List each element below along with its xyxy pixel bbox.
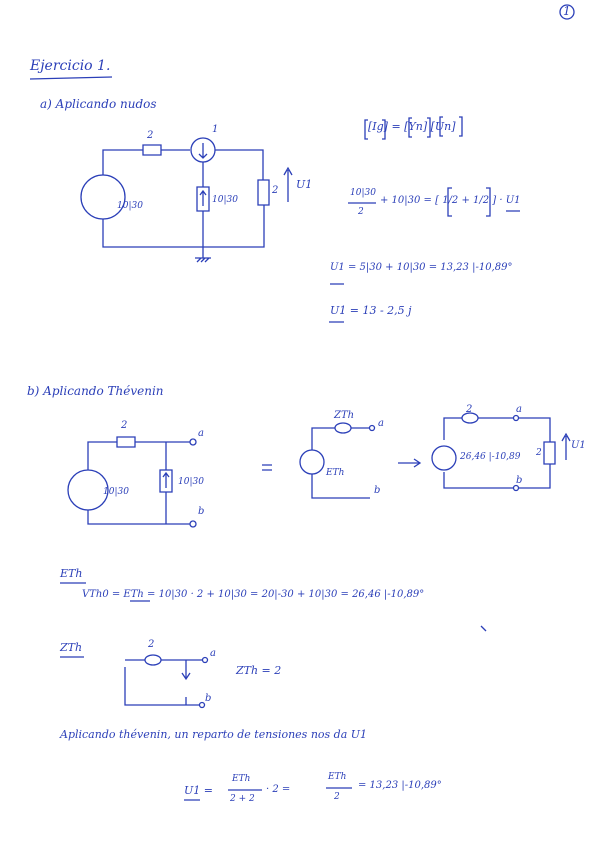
zth-circuit [125,655,208,708]
final-rhs: = 13,23 |-10,89° [358,780,442,791]
eq1-brackets [448,188,490,216]
thevenin1-a: a [378,418,384,429]
equals-sign [262,465,272,470]
final-frac2-num: ETh [328,772,347,782]
conclusion-text: Aplicando thévenin, un reparto de tensio… [60,728,368,741]
circuit-b-terminal-b: b [198,506,205,517]
matrix-brackets [365,117,462,139]
circuit-b-current-source: 10|30 [178,477,204,487]
circuit-a-voltage: U1 [296,178,313,191]
final-frac1-num: ETh [232,774,251,784]
circuit-b-source: 10|30 [103,487,129,497]
part-a-title: a) Aplicando nudos [40,97,157,111]
circuit-a-source: 10|30 [117,201,143,211]
circuit-a-node: 1 [212,124,219,135]
circuit-a-r-shunt: 2 [272,185,279,196]
page-number-circle [560,5,574,19]
thevenin1-b: b [374,485,381,496]
thevenin2-e: 26,46 |-10,89 [460,452,521,462]
thevenin1-e: ETh [326,468,345,478]
eq1-numerator: 10|30 [350,188,376,198]
circuit-a [81,138,292,262]
eq1-denominator: 2 [358,207,364,217]
u1-underlines [329,211,520,322]
final-frac1-den: 2 + 2 [230,794,255,804]
zth-circuit-a: a [210,648,216,659]
final-lhs: U1 = [184,784,213,797]
thevenin-circuit-1 [300,423,375,498]
thevenin2-a: a [516,404,522,415]
zth-label: ZTh [60,641,83,654]
circuit-b [68,437,196,527]
zth-equation: ZTh = 2 [236,664,282,677]
circuit-a-r-series: 2 [147,130,154,141]
final-mid: · 2 = [266,784,291,795]
circuit-a-current-source: 10|30 [212,195,238,205]
circuit-b-r-series: 2 [121,420,128,431]
zth-circuit-b: b [205,693,212,704]
thevenin-circuit-2 [432,413,570,491]
eq2: U1 = 5|30 + 10|30 = 13,23 |-10,89° [330,262,513,273]
circuit-b-terminal-a: a [198,428,204,439]
exercise-heading: Ejercicio 1. [30,58,111,74]
final-frac2-den: 2 [334,792,340,802]
thevenin2-voltage: U1 [571,440,586,451]
part-b-title: b) Aplicando Thévenin [27,384,164,398]
arrow [398,459,420,467]
pen-mark [481,626,486,631]
eth-label: ETh [60,567,83,580]
heading-underline [30,77,112,79]
eq3: U1 = 13 - 2,5 j [330,304,412,317]
page-number: 1 [563,4,571,18]
thevenin2-b: b [516,475,523,486]
final-fraction-bars [184,788,352,800]
thevenin1-z: ZTh [334,410,355,421]
thevenin2-r-top: 2 [466,404,473,415]
matrix-equation: [Ig] = [Yn] [Un] [368,120,456,133]
eth-equation: VTh0 = ETh = 10|30 · 2 + 10|30 = 20|-30 … [82,589,425,600]
eq1-rest: + 10|30 = [ 1/2 + 1/2 ] · U1 [380,195,521,206]
zth-circuit-r: 2 [148,639,155,650]
thevenin2-r-load: 2 [536,448,542,458]
